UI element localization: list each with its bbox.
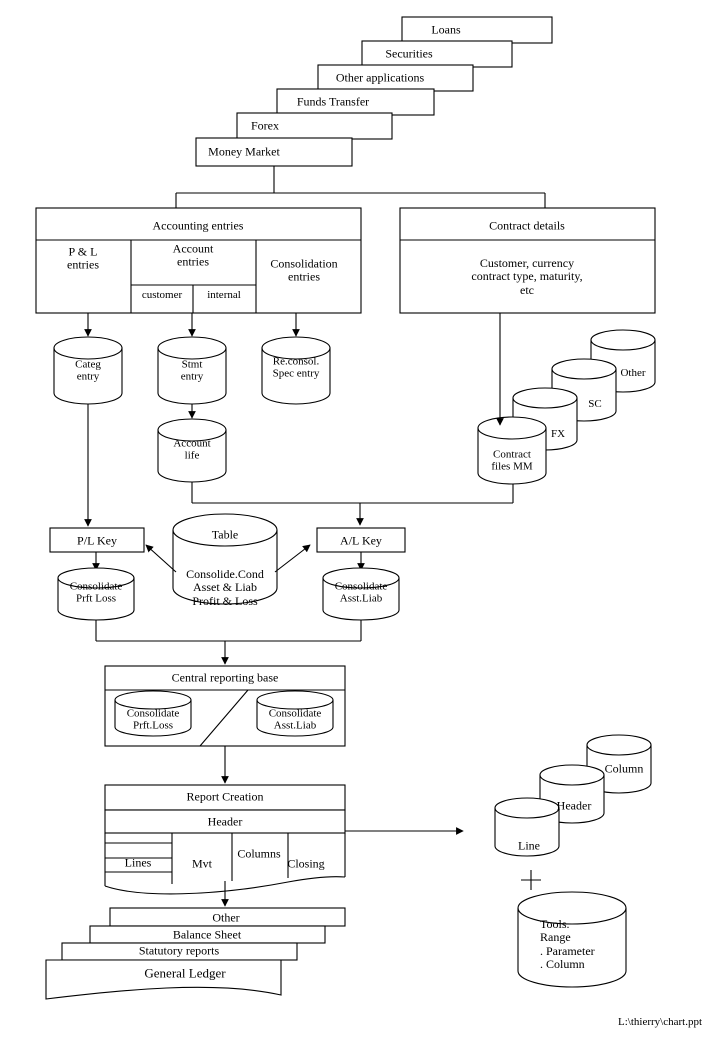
- output-box-other: [109, 907, 346, 927]
- app-box-forex: [236, 112, 393, 140]
- store-account-life: [157, 418, 227, 483]
- al-key-box: [316, 527, 406, 553]
- report-creation-box: [104, 784, 346, 895]
- pl-key-box: [49, 527, 145, 553]
- store-central-prft-loss: [114, 690, 192, 737]
- app-box-securities: [361, 40, 513, 68]
- store-central-asst-liab: [256, 690, 334, 737]
- store-table: [172, 513, 278, 605]
- app-box-loans: [401, 16, 553, 44]
- store-tools: [517, 891, 627, 988]
- store-stmt-entry: [157, 336, 227, 405]
- output-box-general-ledger: [45, 959, 282, 1000]
- contract-details-box: [399, 207, 656, 314]
- app-box-money-market: [195, 137, 353, 167]
- store-line-object: [494, 797, 560, 857]
- accounting-entries-box: [35, 207, 362, 314]
- footer-path: L:\thierry\chart.ppt: [618, 1016, 702, 1028]
- store-consolidate-prft-loss: [57, 567, 135, 621]
- plus-icon: [521, 870, 541, 890]
- output-box-statutory-reports: [61, 942, 298, 961]
- store-consolidate-asst-liab: [322, 567, 400, 621]
- output-box-balance-sheet: [89, 925, 326, 944]
- app-box-funds-transfer: [276, 88, 435, 116]
- app-box-other-applications: [317, 64, 474, 92]
- store-reconsol-spec-entry: [261, 336, 331, 405]
- store-contract-files-mm: [477, 416, 547, 485]
- store-categ-entry: [53, 336, 123, 405]
